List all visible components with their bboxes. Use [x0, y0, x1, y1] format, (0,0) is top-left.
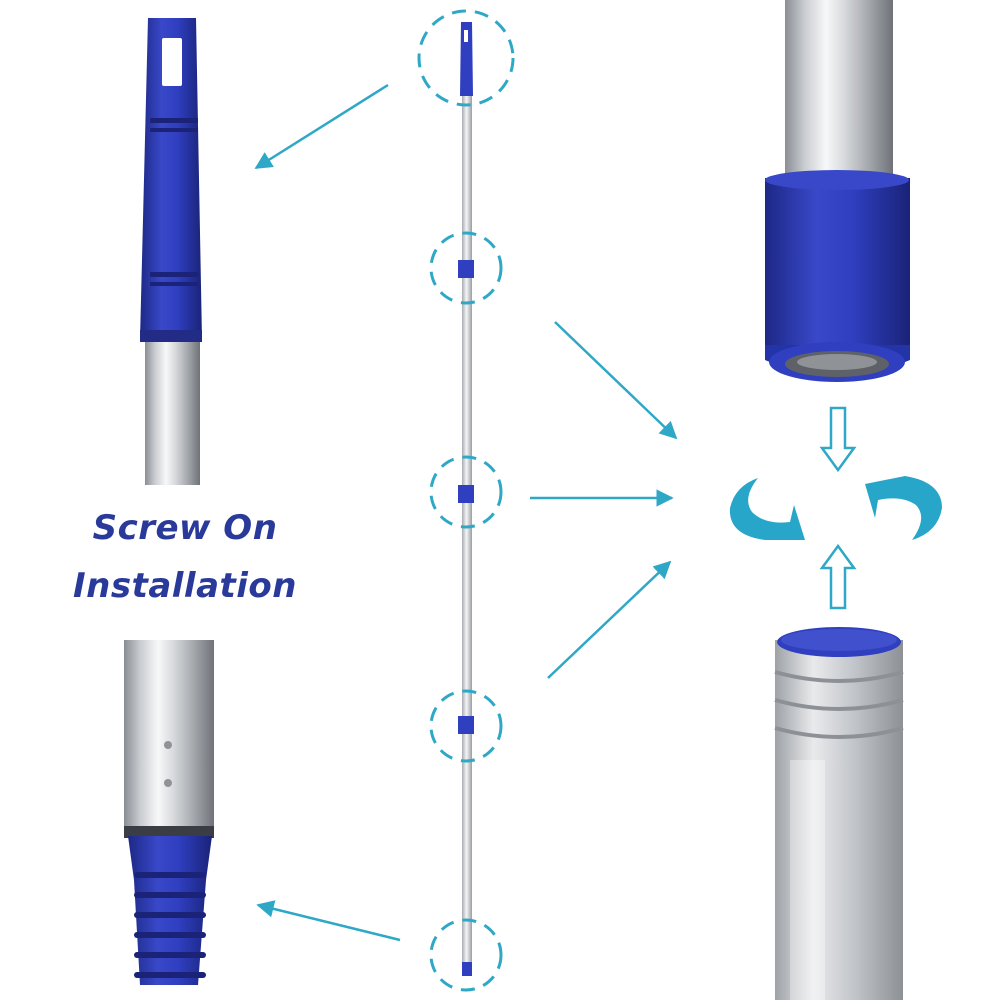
caption-installation: Installation — [72, 566, 297, 606]
threaded-tip-closeup — [124, 640, 214, 985]
rotate-arrows-icon — [729, 476, 942, 540]
hollow-down-arrow-icon — [819, 406, 857, 473]
sleeve-end-closeup — [765, 0, 910, 382]
arrow-icon — [254, 83, 678, 942]
handle-grip-closeup — [140, 18, 202, 485]
threaded-pole-end-closeup — [774, 627, 904, 1000]
dashed-circle-icon — [417, 9, 515, 992]
caption-screw-on: Screw On — [92, 508, 278, 548]
hollow-up-arrow-icon — [819, 543, 857, 610]
telescopic-pole — [458, 22, 474, 976]
